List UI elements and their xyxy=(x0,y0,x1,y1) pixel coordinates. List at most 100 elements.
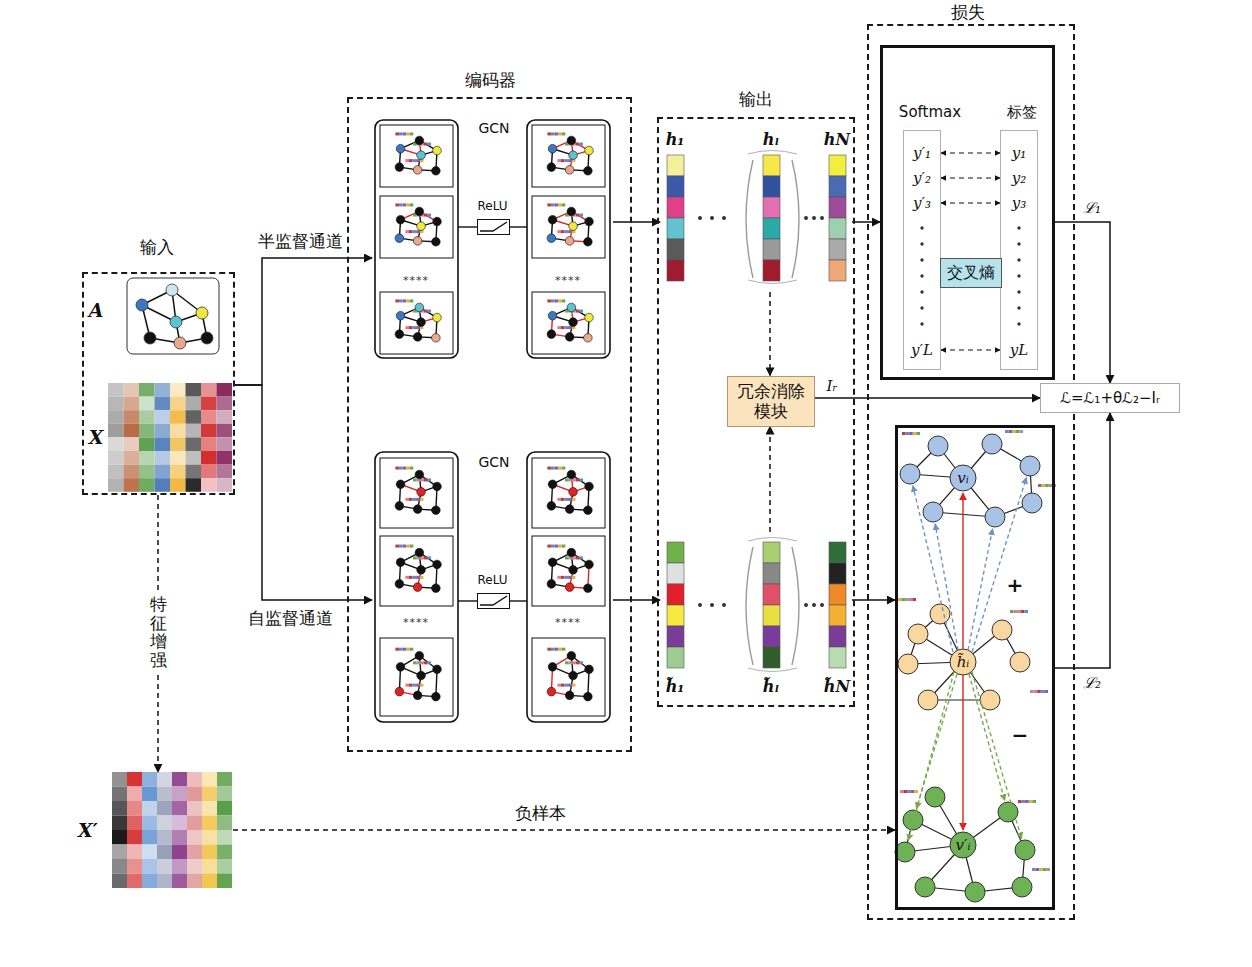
feature-bar xyxy=(579,661,583,664)
graph-node xyxy=(992,620,1012,640)
matrix-cell xyxy=(201,478,217,492)
feature-bar xyxy=(572,498,576,501)
matrix-cell xyxy=(157,859,172,874)
attention-arrow xyxy=(908,672,954,840)
vector-cell xyxy=(667,605,684,626)
matrix-cell xyxy=(124,410,140,424)
feature-bar xyxy=(410,132,414,135)
bracket xyxy=(746,160,753,278)
bracket xyxy=(748,538,797,542)
matrix-cell xyxy=(217,787,232,802)
feature-bar xyxy=(562,132,566,135)
matrix-cell xyxy=(170,437,186,451)
matrix-cell xyxy=(112,859,127,874)
thumbnail-node xyxy=(432,334,441,343)
wire xyxy=(458,600,477,601)
vector-cell xyxy=(829,626,846,647)
feature-bar xyxy=(427,478,431,481)
feature-bar xyxy=(547,467,551,470)
vector-cell xyxy=(829,239,846,260)
ellipsis-dot xyxy=(820,216,824,220)
feature-bar xyxy=(416,576,420,579)
feature-bar xyxy=(565,576,569,579)
feature-bar xyxy=(569,661,573,664)
ellipsis-dot xyxy=(698,603,702,607)
thumbnail-node xyxy=(396,311,405,320)
thumbnail-node xyxy=(417,488,426,497)
feature-bar xyxy=(413,576,417,579)
graph-node xyxy=(982,434,1002,454)
thumbnail-node xyxy=(415,651,424,660)
graph-node xyxy=(196,307,208,319)
feature-bar xyxy=(405,159,409,162)
feature-bar xyxy=(1022,800,1026,803)
graph-node xyxy=(925,787,945,807)
matrix-cell xyxy=(170,424,186,438)
thumbnail-node xyxy=(565,505,574,514)
thumbnail-node xyxy=(569,318,578,327)
matrix-cell xyxy=(157,874,172,889)
feature-bar xyxy=(420,576,424,579)
graph-node xyxy=(1015,840,1035,860)
thumbnail-node xyxy=(415,207,424,216)
feature-bar xyxy=(911,790,915,793)
matrix-cell xyxy=(108,437,124,451)
prediction-column: y′₁y′₂y′₃y′L xyxy=(903,130,941,370)
feature-bar xyxy=(1038,484,1042,487)
thumbnail-node xyxy=(433,560,442,569)
matrix-cell xyxy=(124,437,140,451)
feature-bar xyxy=(416,498,420,501)
bracket xyxy=(748,668,797,672)
feature-bar xyxy=(565,661,569,664)
thumbnail-node xyxy=(567,651,576,660)
ellipsis-dot xyxy=(722,603,726,607)
graph-node xyxy=(900,464,920,484)
thumbnail-frame xyxy=(380,458,453,528)
feature-bar xyxy=(558,648,562,651)
attention-arrow xyxy=(968,529,993,650)
feature-bar xyxy=(416,159,420,162)
ellipsis-dot xyxy=(812,603,816,607)
feature-bar xyxy=(1018,800,1022,803)
matrix-cell xyxy=(170,465,186,479)
feature-bar xyxy=(413,498,417,501)
thumbnail-frame xyxy=(532,196,605,258)
thumbnail-node xyxy=(413,691,422,700)
matrix-cell xyxy=(170,383,186,397)
graph-node xyxy=(1020,456,1040,476)
matrix-cell xyxy=(142,845,157,860)
matrix-cell xyxy=(124,397,140,411)
thumbnail-node xyxy=(548,558,557,567)
bracket xyxy=(746,547,753,665)
attention-arrow xyxy=(935,524,958,650)
vector-cell xyxy=(763,605,780,626)
feature-bar xyxy=(565,684,569,687)
node-text: + xyxy=(1007,573,1024,597)
vector-cell xyxy=(763,197,780,218)
graph-node xyxy=(201,332,213,344)
graph-node xyxy=(918,690,938,710)
thumbnail-node xyxy=(395,234,404,243)
ellipsis-dot xyxy=(1017,290,1020,293)
matrix-cell xyxy=(142,787,157,802)
feature-bar xyxy=(410,299,414,302)
matrix-cell xyxy=(142,772,157,787)
attention-arrow xyxy=(969,674,1005,800)
edge-label: ℒ₁ xyxy=(1081,199,1103,217)
matrix-cell xyxy=(139,437,155,451)
feature-bar xyxy=(424,143,428,146)
graph-node xyxy=(895,842,915,862)
matrix-cell xyxy=(186,451,202,465)
thumbnail-node xyxy=(432,167,441,176)
matrix-cell xyxy=(127,772,142,787)
matrix-cell xyxy=(186,383,202,397)
graph-node xyxy=(898,654,918,674)
thumbnail-frame xyxy=(380,536,453,606)
thumbnail-node xyxy=(433,482,442,491)
node-text: 标签 xyxy=(1007,103,1037,121)
ellipsis-mark: **** xyxy=(555,616,581,629)
thumbnail-node xyxy=(413,237,422,246)
ellipsis-dot xyxy=(1017,274,1020,277)
feature-bar xyxy=(1041,690,1045,693)
